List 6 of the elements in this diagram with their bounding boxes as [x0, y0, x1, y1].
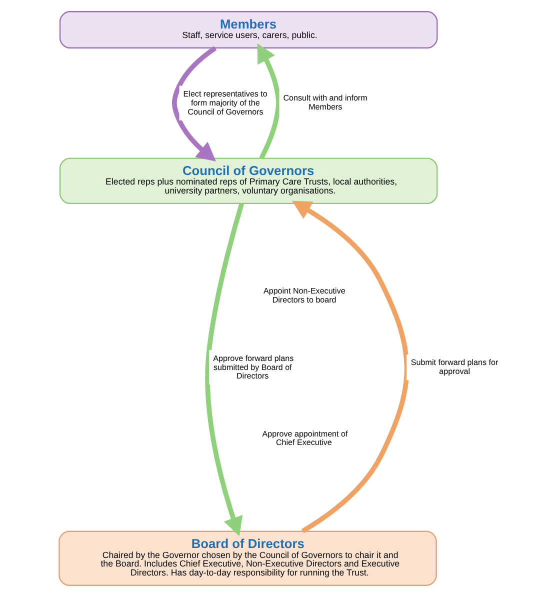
- edge-label: Elect representatives to form majority of the Council of Governors: [183, 90, 268, 116]
- label: Appoint Non-Executive Directors to board: [263, 286, 346, 305]
- edge-label: Submit forward plans for approval: [410, 358, 498, 376]
- edge-label: Consult with and inform Members: [283, 94, 368, 112]
- label: Approve appointment of Chief Executive: [262, 429, 348, 448]
- edge-label: Approve forward plans submitted by Board of Directors: [213, 354, 294, 381]
